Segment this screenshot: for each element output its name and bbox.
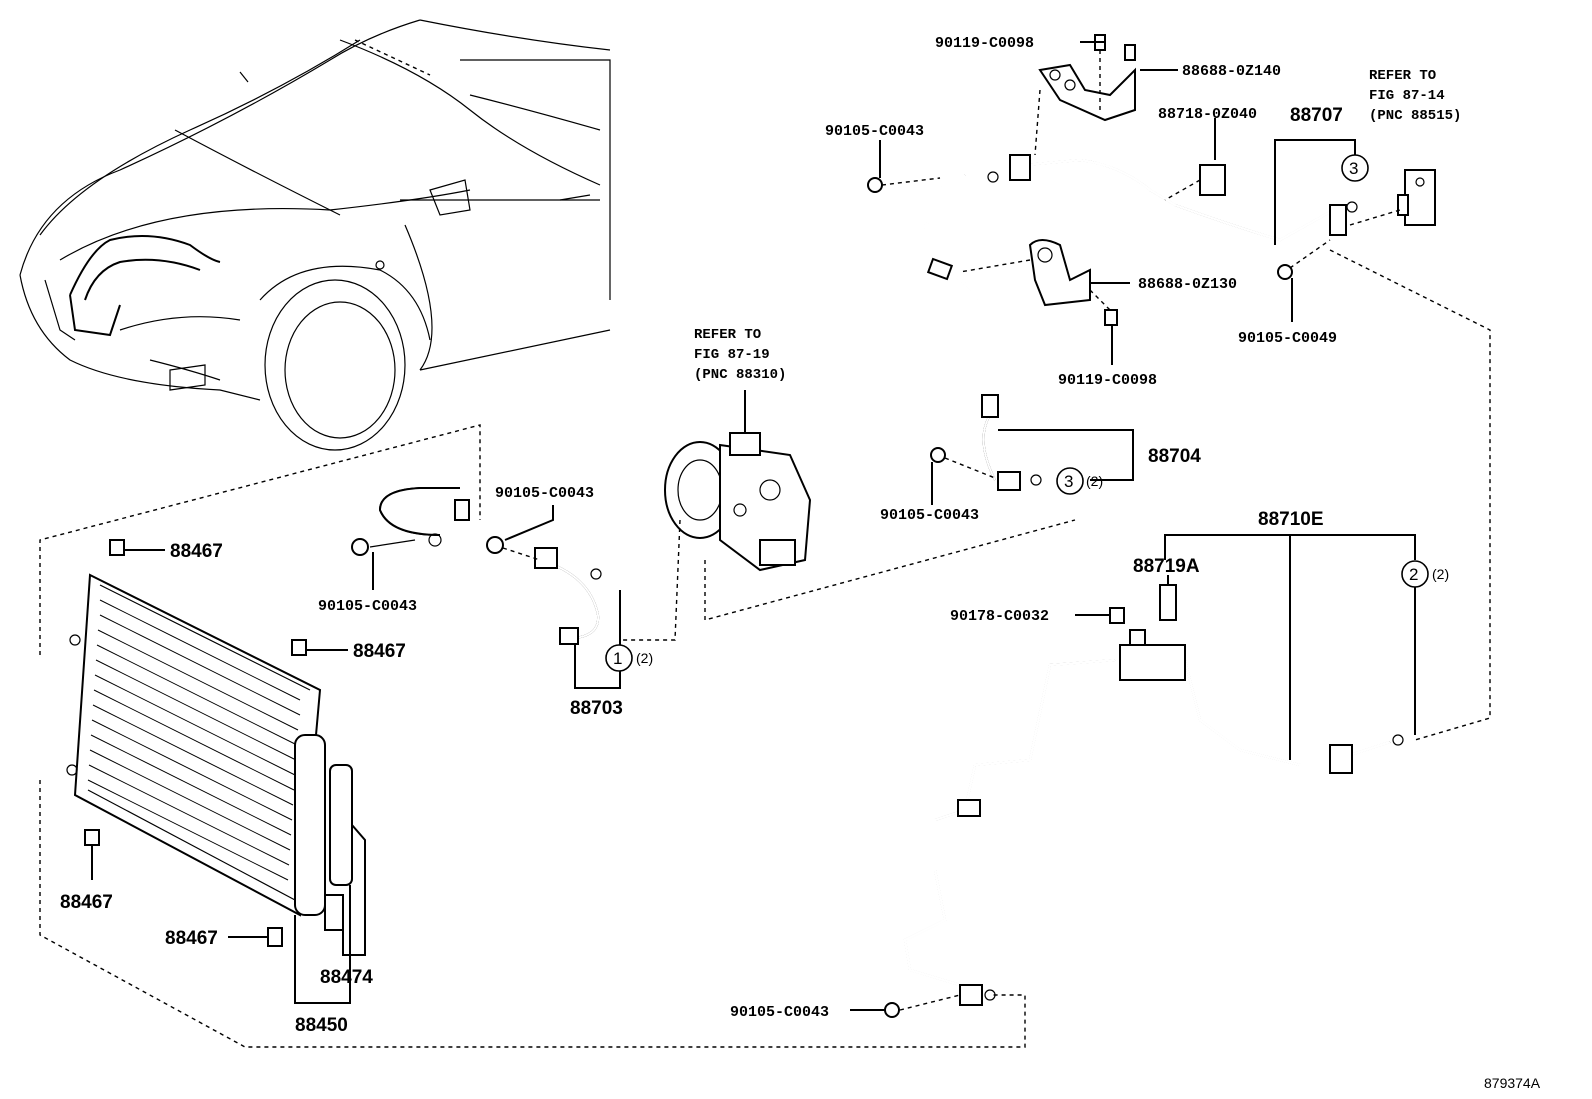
label-88467-b: 88467	[353, 641, 406, 662]
vehicle-illustration	[19, 19, 611, 451]
condenser-leader-bottom	[39, 780, 1026, 1048]
svg-text:FIG 87-14: FIG 87-14	[1369, 88, 1445, 104]
valve-refer-label: REFER TO FIG 87-14 (PNC 88515)	[1369, 68, 1461, 124]
label-90105-c0049: 90105-C0049	[1238, 330, 1337, 347]
label-88688-0z140: 88688-0Z140	[1182, 63, 1281, 80]
svg-text:(PNC 88310): (PNC 88310)	[694, 367, 786, 383]
label-88719a: 88719A	[1133, 556, 1200, 577]
callout-3-mid	[1056, 467, 1084, 495]
callout-3-top	[1341, 154, 1369, 182]
condenser-leader-top	[39, 424, 481, 655]
compressor-leader-b	[704, 519, 1076, 621]
label-88707: 88707	[1290, 105, 1343, 126]
svg-text:3: 3	[1064, 472, 1073, 491]
label-90119-c0098-mid: 90119-C0098	[1058, 372, 1157, 389]
label-88467-d: 88467	[165, 928, 218, 949]
svg-text:3: 3	[1349, 159, 1358, 178]
label-88467-c: 88467	[60, 892, 113, 913]
svg-text:FIG 87-19: FIG 87-19	[694, 347, 770, 363]
svg-text:1: 1	[613, 649, 622, 668]
label-90105-c0043-mid: 90105-C0043	[880, 507, 979, 524]
expansion-valve	[1397, 169, 1436, 226]
label-90105-c0043-center: 90105-C0043	[495, 485, 594, 502]
figure-id: 879374A	[1484, 1075, 1541, 1091]
label-88718-0z040: 88718-0Z040	[1158, 106, 1257, 123]
label-88450: 88450	[295, 1015, 348, 1036]
compressor-illustration	[664, 390, 812, 572]
label-88688-0z130: 88688-0Z130	[1138, 276, 1237, 293]
label-90119-c0098-top: 90119-C0098	[935, 35, 1034, 52]
condenser-illustration	[66, 539, 353, 947]
label-90178-c0032: 90178-C0032	[950, 608, 1049, 625]
valve-leader	[1329, 249, 1491, 741]
liquid-pipe-88710e	[903, 584, 1404, 1006]
label-88703: 88703	[570, 698, 623, 719]
compressor-refer-label: REFER TO FIG 87-19 (PNC 88310)	[694, 327, 786, 383]
label-90105-c0043-bottom: 90105-C0043	[730, 1004, 829, 1021]
label-90105-c0043-left: 90105-C0043	[318, 598, 417, 615]
svg-text:(2): (2)	[1432, 566, 1449, 582]
svg-text:(2): (2)	[1086, 473, 1103, 489]
svg-text:REFER TO: REFER TO	[1369, 68, 1436, 84]
suction-hose-88704	[918, 173, 1042, 491]
label-88474: 88474	[320, 967, 373, 988]
bracket-88688-0z130	[1028, 239, 1091, 307]
svg-text:2: 2	[1409, 565, 1418, 584]
label-88704: 88704	[1148, 446, 1201, 467]
svg-text:(PNC 88515): (PNC 88515)	[1369, 108, 1461, 124]
callout-1	[605, 644, 633, 672]
bracket-88688-0z140	[1038, 44, 1136, 122]
svg-text:REFER TO: REFER TO	[694, 327, 761, 343]
suction-pipe-88707	[987, 154, 1358, 242]
svg-text:(2): (2)	[636, 650, 653, 666]
label-88467-a: 88467	[170, 541, 223, 562]
discharge-hose-88703	[351, 487, 602, 645]
label-90105-c0043-top: 90105-C0043	[825, 123, 924, 140]
label-88710e: 88710E	[1258, 509, 1324, 530]
compressor-leader-a	[620, 519, 681, 641]
